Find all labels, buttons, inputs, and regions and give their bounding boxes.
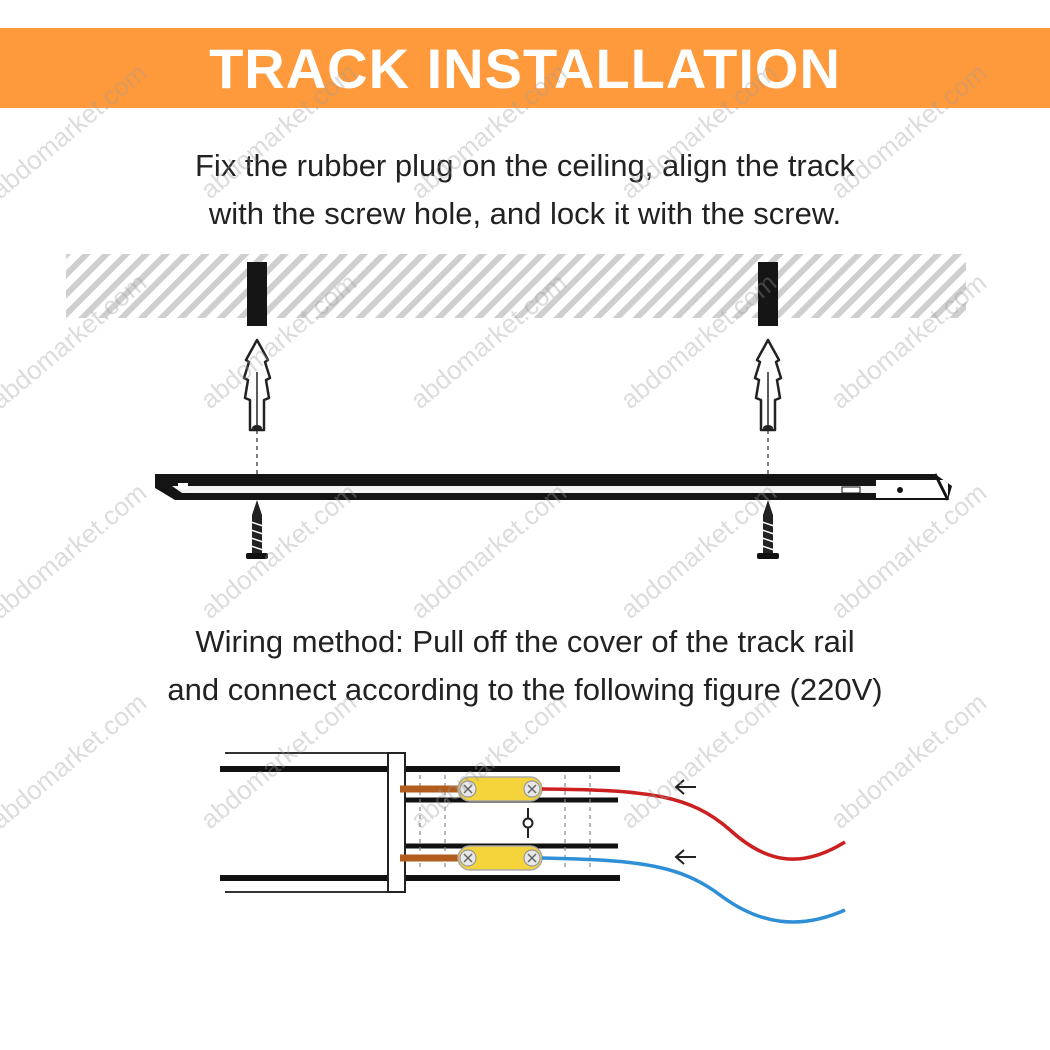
connector-top bbox=[457, 776, 543, 802]
rail-end-section bbox=[220, 752, 620, 893]
ceiling bbox=[66, 254, 966, 318]
neutral-wire bbox=[541, 856, 846, 924]
screw-left bbox=[246, 500, 268, 559]
mounting-diagram bbox=[66, 254, 966, 559]
arrow-left-icon bbox=[674, 779, 696, 795]
arrow-left-icon bbox=[674, 849, 696, 865]
live-wire bbox=[541, 787, 846, 861]
instruction-line: and connect according to the following f… bbox=[167, 672, 883, 707]
ceiling-hole-right bbox=[758, 262, 778, 326]
rubber-plug-left bbox=[242, 338, 272, 432]
instruction-line: Wiring method: Pull off the cover of the… bbox=[195, 624, 855, 659]
page-title: TRACK INSTALLATION bbox=[209, 37, 841, 100]
screw-right bbox=[757, 500, 779, 559]
track-rail bbox=[155, 473, 952, 501]
connector-bottom bbox=[457, 845, 543, 871]
instruction-mounting: Fix the rubber plug on the ceiling, alig… bbox=[0, 142, 1050, 238]
rubber-plug-right bbox=[753, 338, 783, 432]
instruction-line: Fix the rubber plug on the ceiling, alig… bbox=[195, 148, 855, 183]
ceiling-hole-left bbox=[247, 262, 267, 326]
instruction-wiring: Wiring method: Pull off the cover of the… bbox=[0, 618, 1050, 714]
title-banner: TRACK INSTALLATION bbox=[0, 28, 1050, 108]
instruction-line: with the screw hole, and lock it with th… bbox=[208, 196, 842, 231]
